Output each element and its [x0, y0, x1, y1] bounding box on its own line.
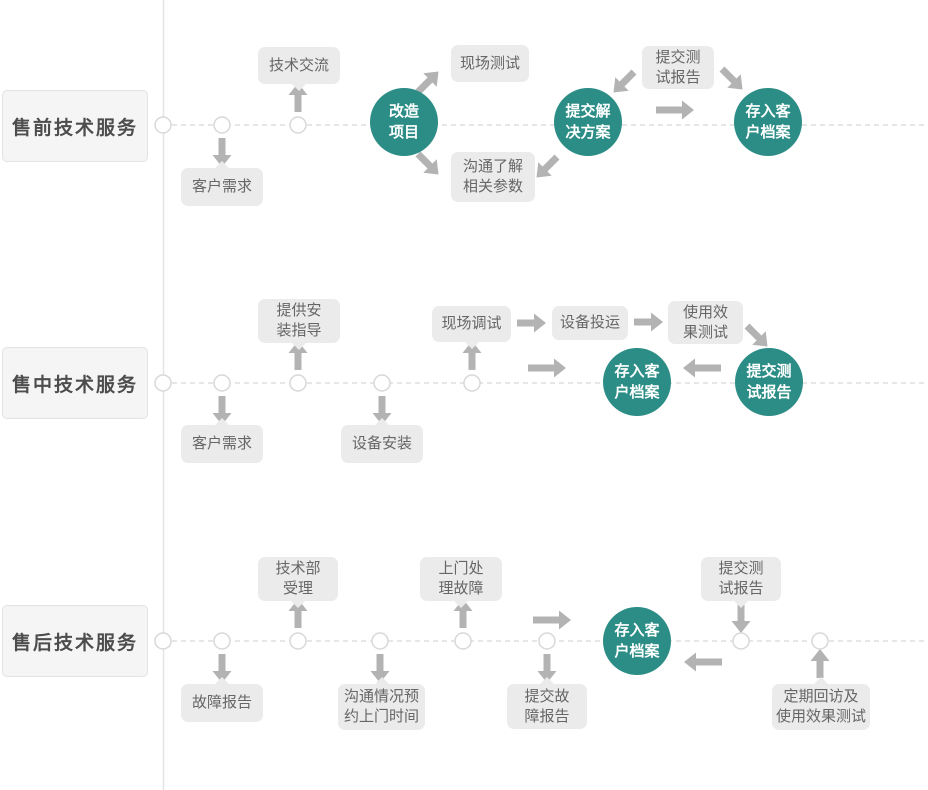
- timeline-node: [154, 632, 172, 650]
- flow-arrow-up: [810, 649, 830, 678]
- flow-arrow-down-left: [606, 65, 641, 100]
- callout-regular-follow-up: 定期回访及 使用效果测试: [772, 684, 870, 730]
- timeline-nodes: [154, 116, 829, 650]
- circle-archive-customer-file: 存入客 户档案: [603, 607, 671, 675]
- callout-equipment-install: 设备安装: [341, 425, 423, 463]
- timeline-node: [154, 116, 172, 134]
- callout-submit-test-report: 提交测 试报告: [701, 557, 781, 601]
- flow-arrow-right: [517, 313, 546, 333]
- flow-arrow-left: [683, 358, 721, 378]
- timeline-node: [373, 374, 391, 392]
- lane-label-presales: 售前技术服务: [2, 90, 148, 162]
- timeline-node: [213, 116, 231, 134]
- callout-usage-effect-test: 使用效 果测试: [668, 301, 743, 344]
- flow-arrow-left: [684, 652, 722, 672]
- callout-appointment-time: 沟通情况预 约上门时间: [338, 684, 425, 730]
- timeline-node: [213, 374, 231, 392]
- flow-arrow-right: [634, 312, 663, 332]
- callout-equipment-operation: 设备投运: [552, 306, 628, 340]
- callout-onsite-debug: 现场调试: [432, 306, 511, 342]
- timeline-node: [732, 632, 750, 650]
- timeline-node: [289, 116, 307, 134]
- callout-submit-test-report: 提交测 试报告: [642, 46, 714, 89]
- flow-arrow-right: [533, 610, 571, 630]
- circle-transform-project: 改造 项目: [370, 88, 438, 156]
- callout-onsite-fault-handling: 上门处 理故障: [420, 557, 502, 601]
- circle-archive-customer-file: 存入客 户档案: [734, 88, 802, 156]
- timeline-node: [454, 632, 472, 650]
- callout-customer-needs: 客户需求: [181, 168, 263, 206]
- lane-label-aftersales: 售后技术服务: [2, 605, 148, 677]
- timeline-node: [289, 374, 307, 392]
- timeline-node: [463, 374, 481, 392]
- callout-tech-exchange: 技术交流: [258, 47, 340, 84]
- callout-submit-fault-report: 提交故 障报告: [507, 684, 587, 729]
- callout-communicate-params: 沟通了解 相关参数: [451, 152, 535, 202]
- timeline-node: [811, 632, 829, 650]
- timeline-node: [154, 374, 172, 392]
- flow-arrow-down: [731, 604, 751, 633]
- timeline-node: [538, 632, 556, 650]
- timeline-node: [213, 632, 231, 650]
- callout-install-guidance: 提供安 装指导: [258, 299, 340, 343]
- callout-fault-report: 故障报告: [181, 684, 263, 722]
- lane-label-midsales: 售中技术服务: [2, 347, 148, 419]
- callout-customer-needs: 客户需求: [181, 425, 263, 463]
- callout-tech-dept-accept: 技术部 受理: [258, 557, 338, 601]
- timeline-node: [289, 632, 307, 650]
- circle-submit-test-report: 提交测 试报告: [735, 348, 803, 416]
- circle-archive-customer-file: 存入客 户档案: [603, 348, 671, 416]
- flow-arrow-down-right: [715, 62, 750, 97]
- timeline-node: [371, 632, 389, 650]
- circle-submit-solution: 提交解 决方案: [554, 88, 622, 156]
- callout-onsite-test: 现场测试: [451, 45, 529, 82]
- flow-arrow-right: [528, 358, 566, 378]
- flow-arrow-right: [656, 100, 694, 120]
